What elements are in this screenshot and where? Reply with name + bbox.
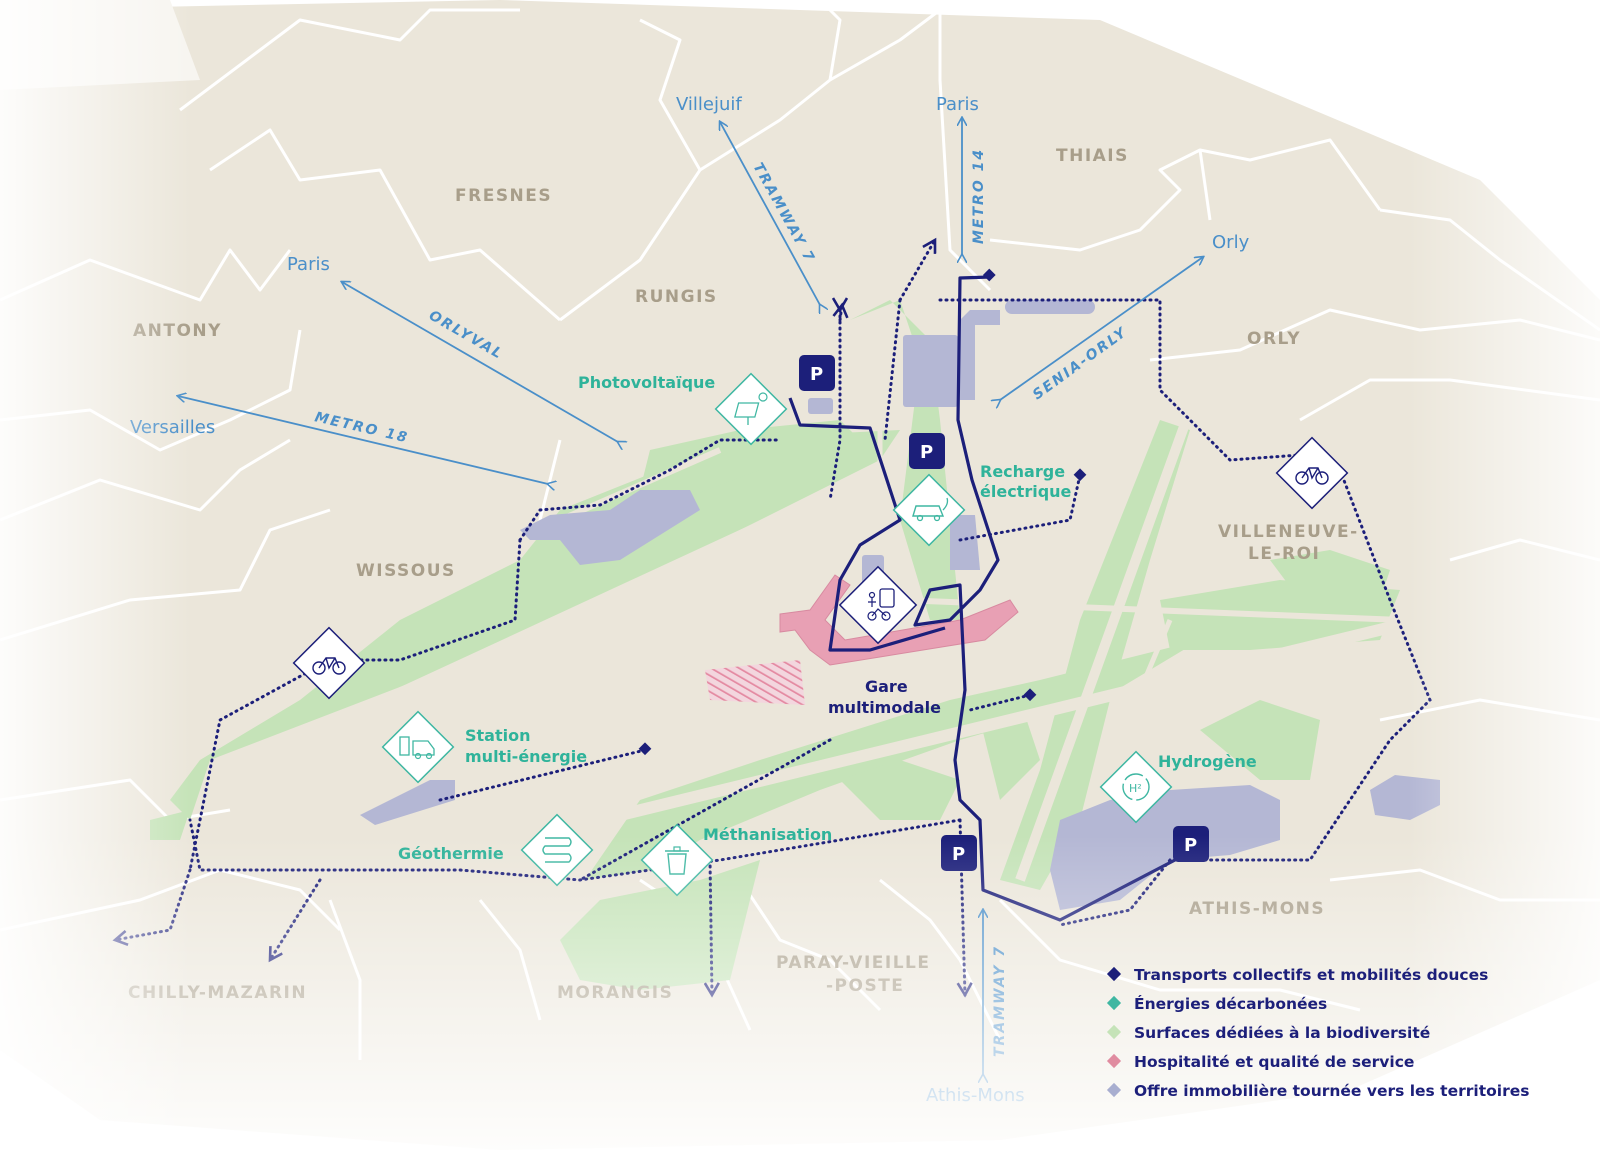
label-recharge-line2: électrique: [980, 482, 1072, 501]
dest-villejuif: Villejuif: [676, 94, 742, 115]
dest-paris-metro14: Paris: [936, 94, 979, 115]
svg-text:Énergies décarbonées: Énergies décarbonées: [1134, 994, 1327, 1013]
label-geothermie: Géothermie: [398, 844, 504, 863]
dest-orly: Orly: [1212, 232, 1250, 253]
commune-wissous: WISSOUS: [356, 561, 456, 581]
label-methanisation: Méthanisation: [703, 825, 832, 844]
svg-text:Surfaces dédiées à la biodiver: Surfaces dédiées à la biodiversité: [1134, 1024, 1430, 1042]
svg-text:Hospitalité et qualité de serv: Hospitalité et qualité de service: [1134, 1053, 1414, 1071]
commune-villeneuve-line2: LE-ROI: [1248, 544, 1320, 564]
commune-antony: ANTONY: [133, 321, 222, 341]
legend: Transports collectifs et mobilités douce…: [1106, 966, 1529, 1100]
dest-paris-orlyval: Paris: [287, 254, 330, 275]
dest-versailles: Versailles: [130, 417, 215, 438]
svg-text:H²: H²: [1129, 782, 1142, 795]
commune-thiais: THIAIS: [1056, 146, 1129, 166]
line-metro14: METRO 14: [971, 148, 987, 244]
commune-villeneuve-line1: VILLENEUVE-: [1218, 522, 1359, 542]
parking-icon: P: [799, 355, 835, 391]
legend-item: Transports collectifs et mobilités douce…: [1106, 966, 1488, 984]
dest-athis-mons: Athis-Mons: [926, 1085, 1025, 1106]
label-station-line2: multi-énergie: [465, 747, 587, 766]
label-hydrogene: Hydrogène: [1158, 752, 1257, 771]
commune-morangis: MORANGIS: [557, 983, 673, 1003]
svg-text:P: P: [1184, 835, 1197, 856]
legend-item: Surfaces dédiées à la biodiversité: [1106, 1024, 1430, 1042]
commune-chilly-mazarin: CHILLY-MAZARIN: [128, 983, 307, 1003]
parking-icon: P: [909, 433, 945, 469]
legend-item: Hospitalité et qualité de service: [1106, 1053, 1414, 1071]
gare-line2: multimodale: [828, 698, 941, 717]
legend-item: Énergies décarbonées: [1106, 994, 1327, 1013]
svg-text:P: P: [920, 442, 933, 463]
svg-text:P: P: [952, 844, 965, 865]
label-photovoltaique: Photovoltaïque: [578, 373, 715, 392]
label-recharge-line1: Recharge: [980, 462, 1065, 481]
commune-rungis: RUNGIS: [635, 287, 718, 307]
commune-athis-mons: ATHIS-MONS: [1189, 899, 1325, 919]
commune-paray-line2: -POSTE: [826, 976, 904, 996]
parking-icon: P: [941, 835, 977, 871]
svg-text:Transports collectifs et mobil: Transports collectifs et mobilités douce…: [1134, 966, 1488, 984]
gare-line1: Gare: [865, 677, 908, 696]
parking-icon: P: [1173, 826, 1209, 862]
commune-paray-line1: PARAY-VIEILLE: [776, 953, 931, 973]
svg-text:Offre immobilière tournée vers: Offre immobilière tournée vers les terri…: [1134, 1082, 1529, 1100]
legend-item: Offre immobilière tournée vers les terri…: [1106, 1082, 1529, 1100]
label-station-line1: Station: [465, 726, 530, 745]
line-tramway7-south: TRAMWAY 7: [992, 945, 1008, 1057]
svg-text:P: P: [810, 364, 823, 385]
commune-fresnes: FRESNES: [455, 186, 552, 206]
commune-orly: ORLY: [1247, 329, 1301, 349]
